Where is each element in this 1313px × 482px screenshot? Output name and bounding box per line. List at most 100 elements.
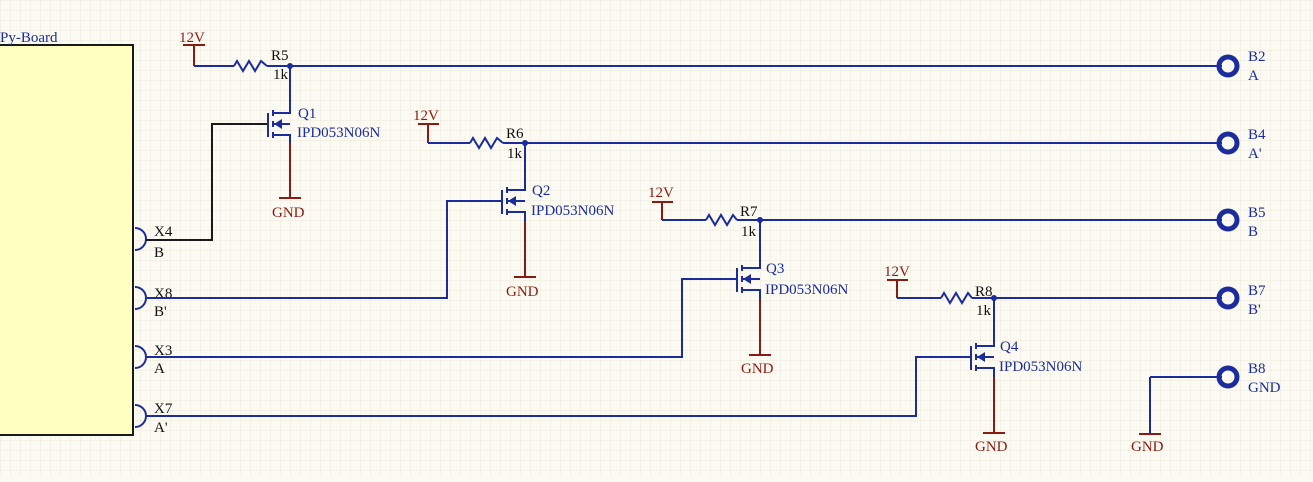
- pin-label-x3: X3: [154, 343, 172, 359]
- power-symbol-r5: [183, 44, 205, 66]
- mosfet-part-q1: IPD053N06N: [297, 125, 381, 141]
- pin-arc-x7: [134, 404, 147, 428]
- connector-net-b5: B: [1248, 224, 1258, 240]
- mosfet-q4[interactable]: Q4 IPD053N06N: [970, 337, 1083, 378]
- pin-net-x8: B': [154, 304, 167, 320]
- connector-pad-b2: [1216, 54, 1240, 78]
- connector-b8[interactable]: B8 GND: [1216, 361, 1281, 396]
- ground-port-q1[interactable]: GND: [272, 144, 305, 221]
- power-port-r6[interactable]: 12V: [413, 108, 439, 143]
- connector-b7[interactable]: B7 B': [1216, 283, 1266, 318]
- net-gnd-b8[interactable]: [1149, 376, 1222, 434]
- resistor-r7[interactable]: R7 1k: [705, 204, 758, 240]
- pin-arc-x3: [134, 345, 147, 369]
- pyboard-body: [0, 44, 134, 436]
- connector-b2[interactable]: B2 A: [1216, 49, 1266, 84]
- connector-ref-b4: B4: [1248, 127, 1266, 143]
- connector-net-b8: GND: [1248, 380, 1281, 396]
- ground-label-q2: GND: [506, 284, 539, 300]
- power-symbol-r8: [887, 279, 908, 298]
- pin-net-x7: A': [154, 420, 168, 436]
- ground-label-q3: GND: [741, 361, 774, 377]
- gate-nets: [146, 123, 971, 417]
- resistor-zigzag-r7: [705, 213, 738, 227]
- net-x4-to-q1-gate[interactable]: [146, 123, 268, 241]
- connector-pad-b8: [1216, 365, 1240, 389]
- resistor-r8[interactable]: R8 1k: [940, 284, 993, 319]
- power-port-r5[interactable]: 12V: [179, 30, 205, 66]
- resistor-r5[interactable]: R5 1k: [233, 48, 289, 83]
- ground-label-q1: GND: [272, 205, 305, 221]
- resistor-value-r5: 1k: [273, 67, 289, 83]
- connector-pad-b5: [1216, 208, 1240, 232]
- resistor-ref-r6: R6: [506, 126, 524, 142]
- ground-symbol-q2: [514, 222, 536, 278]
- power-symbol-r7: [652, 201, 673, 220]
- ground-label-q4: GND: [975, 439, 1008, 455]
- ground-symbol-q4: [983, 378, 1005, 434]
- mosfet-arrow-q3: [743, 274, 751, 284]
- resistor-value-r7: 1k: [741, 224, 757, 240]
- power-label-r8: 12V: [884, 264, 910, 280]
- channel-3: 12V R7 1k Q3 IPD053N06N GND B5 B: [648, 185, 1266, 377]
- mosfet-ref-q1: Q1: [298, 106, 316, 122]
- mosfet-q3[interactable]: Q3 IPD053N06N: [736, 259, 849, 300]
- pin-label-x7: X7: [154, 401, 173, 417]
- connector-ref-b2: B2: [1248, 49, 1266, 65]
- pin-arc-x8: [134, 286, 147, 310]
- resistor-value-r8: 1k: [976, 303, 992, 319]
- mosfet-q2[interactable]: Q2 IPD053N06N: [501, 181, 615, 222]
- channel-4: 12V R8 1k Q4 IPD053N06N GND B7 B': [884, 264, 1266, 455]
- connector-b4[interactable]: B4 A': [1216, 127, 1266, 162]
- mosfet-arrow-q4: [977, 352, 985, 362]
- resistor-ref-r5: R5: [271, 48, 289, 64]
- mosfet-ref-q2: Q2: [532, 183, 550, 199]
- pin-label-x4: X4: [154, 224, 173, 240]
- mosfet-ref-q4: Q4: [1000, 339, 1019, 355]
- pin-arc-x4: [134, 227, 147, 251]
- connector-pad-b7: [1216, 286, 1240, 310]
- mosfet-part-q4: IPD053N06N: [999, 359, 1083, 375]
- connector-ref-b5: B5: [1248, 205, 1266, 221]
- net-x3-to-q3-gate[interactable]: [146, 278, 737, 358]
- net-x8-to-q2-gate[interactable]: [146, 200, 502, 299]
- net-x7-to-q4-gate[interactable]: [146, 356, 971, 417]
- connector-pad-b4: [1216, 131, 1240, 155]
- resistor-ref-r8: R8: [975, 284, 993, 300]
- ground-port-q2[interactable]: GND: [506, 222, 539, 300]
- mosfet-part-q3: IPD053N06N: [765, 282, 849, 298]
- power-label-r7: 12V: [648, 185, 674, 201]
- mosfet-arrow-q2: [508, 196, 516, 206]
- mosfet-q1[interactable]: Q1 IPD053N06N: [267, 104, 381, 144]
- ground-symbol-q1: [279, 144, 301, 199]
- resistor-value-r6: 1k: [507, 146, 523, 162]
- ground-port-q3[interactable]: GND: [741, 300, 774, 377]
- resistor-r6[interactable]: R6 1k: [469, 126, 524, 162]
- ground-symbol-q3: [749, 300, 771, 356]
- channel-1: 12V R5 1k Q1 IPD053N06N GND B2 A: [179, 30, 1266, 221]
- power-port-r8[interactable]: 12V: [884, 264, 910, 298]
- resistor-zigzag-r5: [233, 59, 268, 73]
- power-label-r6: 12V: [413, 108, 439, 124]
- mosfet-arrow-q1: [274, 119, 282, 129]
- connector-net-b7: B': [1248, 302, 1261, 318]
- pin-net-x4: B: [154, 245, 164, 261]
- mosfet-ref-q3: Q3: [766, 261, 784, 277]
- connector-ref-b8: B8: [1248, 361, 1266, 377]
- connector-net-b2: A: [1248, 68, 1259, 84]
- power-symbol-r6: [418, 123, 439, 143]
- power-label-r5: 12V: [179, 30, 205, 46]
- power-port-r7[interactable]: 12V: [648, 185, 674, 220]
- ground-port-q4[interactable]: GND: [975, 378, 1008, 455]
- pyboard-component[interactable]: Py-Board X4 B X8 B' X3 A X7 A': [0, 30, 173, 436]
- pin-net-x3: A: [154, 361, 165, 377]
- connector-b5[interactable]: B5 B: [1216, 205, 1266, 240]
- mosfet-part-q2: IPD053N06N: [531, 203, 615, 219]
- connector-ref-b7: B7: [1248, 283, 1266, 299]
- ground-port-b8[interactable]: GND: [1131, 433, 1164, 455]
- channel-ground: GND B8 GND: [1131, 361, 1281, 455]
- ground-label-b8: GND: [1131, 439, 1164, 455]
- pin-label-x8: X8: [154, 286, 172, 302]
